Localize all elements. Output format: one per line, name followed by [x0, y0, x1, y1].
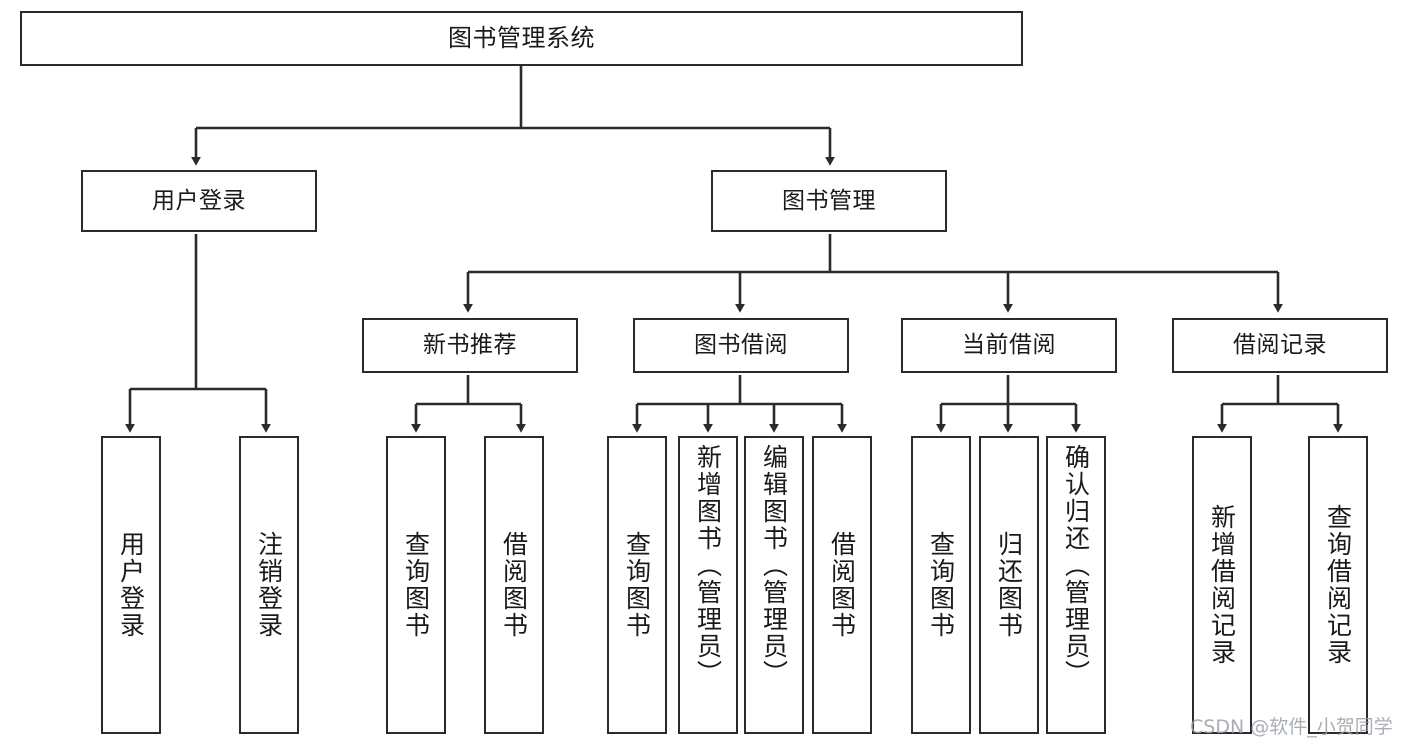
node-label: 借阅图书 [499, 531, 529, 639]
node-new-book-recommend[interactable]: 新书推荐 [362, 318, 578, 373]
node-current-borrow[interactable]: 当前借阅 [901, 318, 1117, 373]
node-label: 图书管理 [782, 187, 876, 214]
node-label: 归还图书 [994, 531, 1024, 639]
node-label: 新增图书（管理员） [693, 444, 723, 687]
leaf-edit-book-admin[interactable]: 编辑图书（管理员） [744, 436, 804, 734]
node-label: 图书借阅 [694, 332, 788, 359]
node-book-manage[interactable]: 图书管理 [711, 170, 947, 232]
node-label: 借阅记录 [1233, 332, 1327, 359]
leaf-query-book-3[interactable]: 查询图书 [911, 436, 971, 734]
leaf-borrow-book-1[interactable]: 借阅图书 [484, 436, 544, 734]
leaf-query-borrow-record[interactable]: 查询借阅记录 [1308, 436, 1368, 734]
node-label: 新书推荐 [423, 332, 517, 359]
node-label: 查询图书 [401, 531, 431, 639]
leaf-query-book-2[interactable]: 查询图书 [607, 436, 667, 734]
node-label: 查询图书 [926, 531, 956, 639]
node-label: 当前借阅 [962, 332, 1056, 359]
node-label: 图书管理系统 [448, 23, 595, 52]
node-label: 确认归还（管理员） [1061, 444, 1091, 687]
leaf-add-book-admin[interactable]: 新增图书（管理员） [678, 436, 738, 734]
node-label: 新增借阅记录 [1207, 504, 1237, 666]
node-label: 查询图书 [622, 531, 652, 639]
csdn-watermark: CSDN @软件_小贺同学 [1190, 716, 1393, 738]
node-user-login[interactable]: 用户登录 [81, 170, 317, 232]
node-label: 用户登录 [116, 531, 146, 639]
leaf-user-login[interactable]: 用户登录 [101, 436, 161, 734]
leaf-logout-login[interactable]: 注销登录 [239, 436, 299, 734]
node-label: 借阅图书 [827, 531, 857, 639]
leaf-borrow-book-2[interactable]: 借阅图书 [812, 436, 872, 734]
node-label: 查询借阅记录 [1323, 504, 1353, 666]
node-label: 用户登录 [152, 187, 246, 214]
leaf-return-book[interactable]: 归还图书 [979, 436, 1039, 734]
node-borrow-record[interactable]: 借阅记录 [1172, 318, 1388, 373]
leaf-add-borrow-record[interactable]: 新增借阅记录 [1192, 436, 1252, 734]
leaf-confirm-return-admin[interactable]: 确认归还（管理员） [1046, 436, 1106, 734]
node-label: 编辑图书（管理员） [759, 444, 789, 687]
node-book-borrow[interactable]: 图书借阅 [633, 318, 849, 373]
node-label: 注销登录 [254, 531, 284, 639]
leaf-query-book-1[interactable]: 查询图书 [386, 436, 446, 734]
node-root-system[interactable]: 图书管理系统 [20, 11, 1023, 66]
